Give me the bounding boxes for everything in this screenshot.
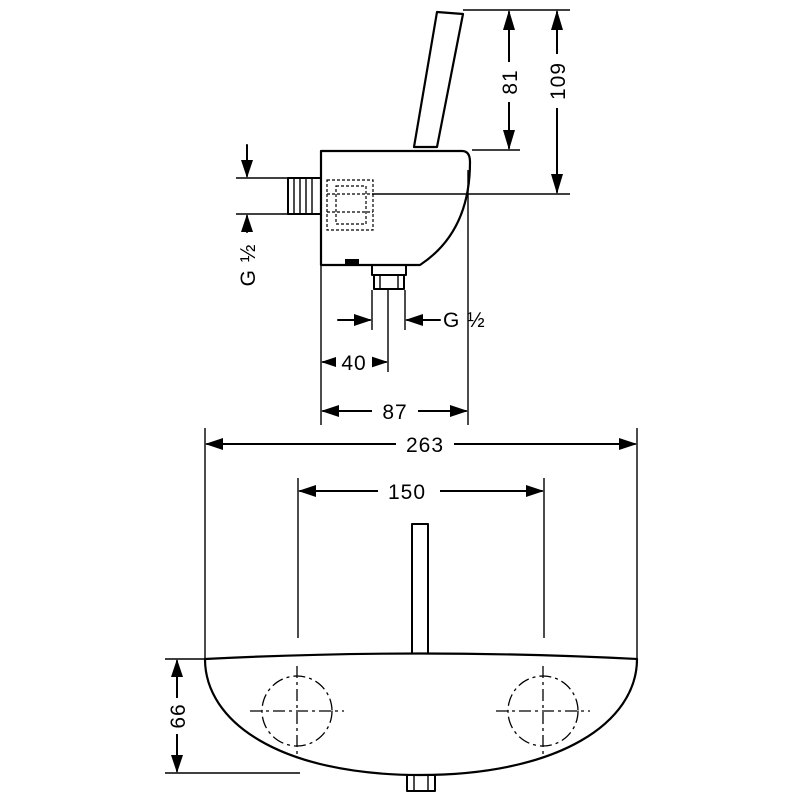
dim-outlet-offset: 40 (321, 350, 388, 375)
side-view: 81 109 G ½ G ½ (236, 9, 570, 425)
lever-handle (412, 10, 465, 149)
dim-body-height: 66 (165, 659, 190, 773)
dim-263-label: 263 (406, 434, 444, 457)
dim-40-label: 40 (341, 352, 366, 375)
dim-depth: 87 (321, 399, 468, 424)
dim-66-label: 66 (167, 703, 190, 728)
dim-150-label: 150 (388, 481, 426, 504)
dim-81-label: 81 (499, 69, 522, 94)
dim-outlet-thread-label: G ½ (443, 309, 486, 332)
dim-109-label: 109 (547, 62, 570, 100)
hidden-internals (326, 179, 374, 231)
dim-connection-spacing: 150 (298, 479, 544, 504)
connection-right (496, 666, 590, 756)
valve-body-side (319, 149, 472, 267)
connection-left (250, 666, 344, 756)
dim-width: 263 (205, 432, 637, 457)
dim-handle-height: 81 (497, 10, 522, 150)
outlet-fitting (371, 264, 407, 276)
bottom-outlet (406, 774, 436, 792)
inlet-thread (287, 177, 322, 215)
lever-front (411, 523, 429, 659)
dim-inlet-thread-label: G ½ (237, 244, 260, 287)
front-view: 263 150 (165, 428, 639, 792)
dim-outlet-thread: G ½ (337, 309, 486, 332)
dim-inlet-thread: G ½ (237, 144, 260, 287)
dim-87-label: 87 (382, 401, 407, 424)
dim-total-height: 109 (545, 10, 570, 194)
valve-body-front (203, 652, 639, 777)
